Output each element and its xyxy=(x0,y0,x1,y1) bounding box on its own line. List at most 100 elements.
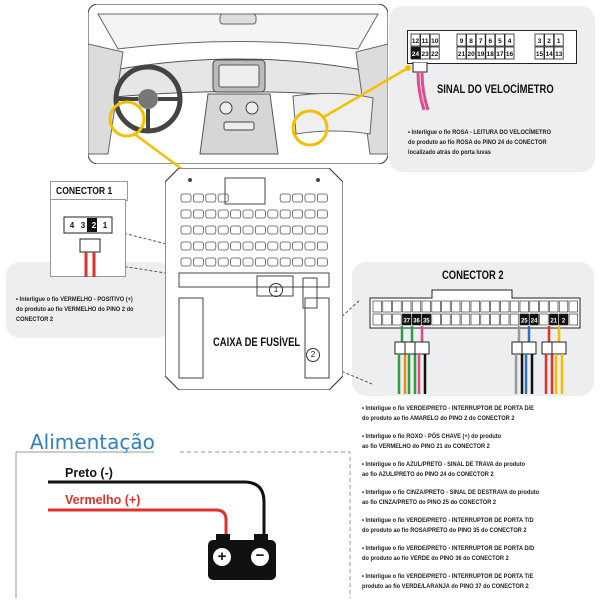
fuse-slot xyxy=(292,241,303,251)
speedo-pin xyxy=(475,33,486,47)
connector2-plug xyxy=(414,341,430,355)
note-line-1: • Interligue o fio AZUL/PRETO - SINAL DE… xyxy=(362,461,526,468)
speedo-pin-label: 5 xyxy=(498,38,502,45)
connector2-pin xyxy=(460,313,471,326)
speedo-pin xyxy=(534,33,545,47)
fuse-slot xyxy=(217,225,229,235)
fuse-slot xyxy=(205,241,217,251)
note-item: • Interligue o fio VERDE/PRETO - INTERRU… xyxy=(362,572,568,592)
note-line-2: do produto ao fio VERDE do PINO 36 do CO… xyxy=(362,555,509,562)
connector2-pin xyxy=(568,300,578,313)
speedo-pin xyxy=(429,33,440,47)
speedo-pin-label: 6 xyxy=(488,38,492,45)
connector2-pin-label: 36 xyxy=(413,319,420,325)
connector2-pin xyxy=(372,313,382,326)
fuse-slot xyxy=(205,257,217,267)
speedometer-note: • Interligue o fio ROSA - LEITURA DO VEL… xyxy=(408,128,574,158)
speedo-pin xyxy=(429,46,440,60)
speedo-pin xyxy=(504,46,515,60)
fuse-slot xyxy=(192,257,204,267)
connector2-pin-highlight xyxy=(402,314,411,325)
connector1-pin-label: 1 xyxy=(103,221,108,230)
fuse-slot xyxy=(242,225,254,235)
speedo-pin-label: 8 xyxy=(469,38,473,45)
connector2-pin xyxy=(402,300,412,313)
connector2-pin xyxy=(470,300,480,313)
note-item: • Interligue o fio VERDE/PRETO - INTERRU… xyxy=(362,516,568,536)
speedo-pin xyxy=(456,46,467,60)
fuse-slot xyxy=(292,225,303,235)
speedo-pin xyxy=(410,46,421,60)
connector1-pin-label: 4 xyxy=(70,221,75,230)
connector2-pin xyxy=(539,300,549,313)
fuse-slot xyxy=(267,241,279,251)
speedo-pin-label: 7 xyxy=(479,38,483,45)
note-line-1: • Interligue o fio VERDE/PRETO - INTERRU… xyxy=(362,517,534,524)
speedo-pin-label: 17 xyxy=(496,51,504,58)
speedo-pin xyxy=(553,33,564,47)
connector2-pin-highlight xyxy=(549,314,558,325)
speedo-pin xyxy=(456,33,467,47)
connector2-pin xyxy=(529,300,539,313)
connector2-pin-highlight xyxy=(520,314,529,325)
note-line-1: • Interligue o fio VERDE/PRETO - INTERRU… xyxy=(362,545,535,552)
fuse-slot xyxy=(279,209,291,219)
connector2-title: CONECTOR 2 xyxy=(442,270,504,282)
connector2-pin xyxy=(451,300,461,313)
connector2-pin xyxy=(372,300,382,313)
connector2-pin xyxy=(470,313,480,326)
connector2-pin-label: 35 xyxy=(423,319,430,325)
speedo-pin-label: 19 xyxy=(477,51,485,58)
fuse-slot xyxy=(316,257,328,267)
fuse-slot xyxy=(192,225,204,235)
plus-icon: + xyxy=(213,548,231,566)
connector2-card xyxy=(352,262,594,396)
black-wire-label: Preto (-) xyxy=(62,466,116,480)
connector2-pin xyxy=(509,300,520,313)
note-line-1: • Interligue o fio ROXO - PÓS CHAVE (+) … xyxy=(362,433,502,440)
connector2-pin xyxy=(549,300,559,313)
fuse-slot xyxy=(242,257,254,267)
fuse-slot xyxy=(304,241,316,251)
fuse-slot xyxy=(255,225,266,235)
connector1-note-line-1: • Interligue o fio VERMELHO - POSITIVO (… xyxy=(16,296,133,303)
note-item: • Interligue o fio VERDE/PRETO - INTERRU… xyxy=(362,544,568,564)
speedo-pin-label: 14 xyxy=(545,51,553,58)
speedo-pin xyxy=(466,46,476,60)
speedo-pin-label: 1 xyxy=(557,38,561,45)
fuse-slot xyxy=(180,241,192,251)
speedo-pin-label: 20 xyxy=(467,51,475,58)
speedometer-title: SINAL DO VELOCÍMETRO xyxy=(437,84,554,96)
fuse-slot xyxy=(217,257,229,267)
speedo-pin xyxy=(504,33,515,47)
speedo-pin xyxy=(466,33,476,47)
connector2-pin-label: 37 xyxy=(403,319,410,325)
speedo-pin-label: 10 xyxy=(431,38,439,45)
speedo-pin xyxy=(544,46,555,60)
connector1-pin-label: 2 xyxy=(92,221,97,230)
fuse-slot xyxy=(217,241,229,251)
fuse-slot xyxy=(180,257,192,267)
speedo-pin xyxy=(410,33,421,47)
fuse-slot xyxy=(304,193,316,203)
red-wire-label: Vermelho (+) xyxy=(62,493,144,507)
connector2-pin-label: 25 xyxy=(521,319,528,325)
notes-list: • Interligue o fio VERDE/PRETO - INTERRU… xyxy=(362,404,568,600)
connector2-pin xyxy=(558,300,569,313)
connector2-pin xyxy=(382,313,392,326)
note-line-2: do produto ao fio AMARELO do PINO 2 do C… xyxy=(362,415,515,422)
speedo-pin-label: 9 xyxy=(460,38,464,45)
fuse-slot xyxy=(279,225,291,235)
speedo-pin-label: 4 xyxy=(508,38,512,45)
fuse-slot xyxy=(279,241,291,251)
minus-icon: − xyxy=(251,548,269,566)
connector1-note-line-2: do produto ao fio VERMELHO do PINO 2 do xyxy=(16,306,134,313)
power-diagram xyxy=(15,451,351,598)
note-line-1: • Interligue o fio CINZA/PRETO - SINAL D… xyxy=(362,489,540,496)
fuse-slot xyxy=(180,225,192,235)
note-line-2: ao fio CINZA/PRETO do PINO 25 do CONECTO… xyxy=(362,499,497,506)
fuse-slot xyxy=(217,209,229,219)
connector2-pin-label: 2 xyxy=(562,319,566,325)
car-dashboard-illustration xyxy=(88,4,388,164)
